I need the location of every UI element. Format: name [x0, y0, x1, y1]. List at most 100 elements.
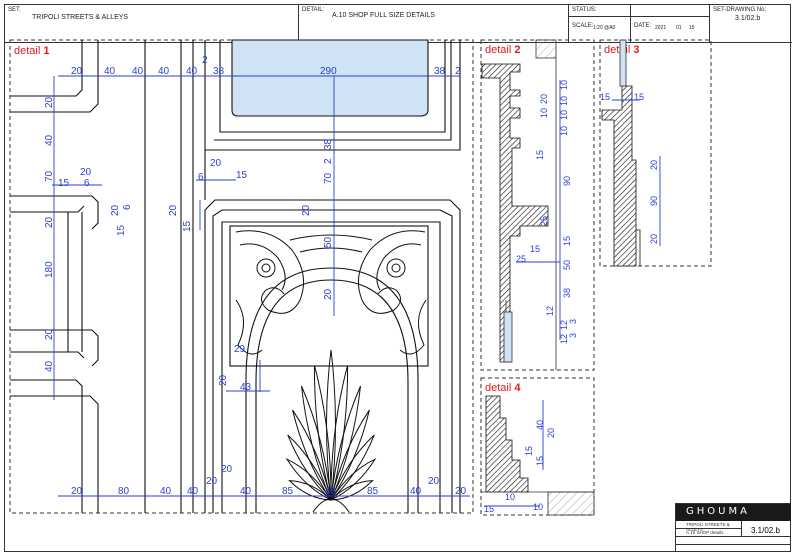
d3-dim-0: 15: [600, 92, 610, 102]
d2-dim-10: 25: [516, 254, 526, 264]
tb-project: TRIPOLI STREETS & ALLEYS: [686, 522, 730, 532]
left-pilaster: [10, 40, 206, 513]
dim-top-2: 40: [132, 66, 144, 77]
dim-misc-10: 15: [182, 220, 193, 232]
detail4-dims: 40 20 15 15 10 10 15: [484, 420, 556, 514]
dimension-lines: [52, 75, 661, 507]
date-month: 01: [676, 25, 682, 31]
dim-left-0: 20: [44, 96, 55, 108]
dim-misc-11: 38: [323, 138, 334, 150]
d2-dim-5: 10: [539, 108, 549, 118]
dim-bot-0: 20: [71, 486, 83, 497]
tb-number: 3.1/02.b: [751, 526, 780, 535]
detail3-section: [601, 39, 641, 267]
status-value-cell: [631, 5, 710, 17]
drawing-no-label: SET-DRAWING No:: [713, 7, 767, 13]
d2-dim-7: 25: [539, 216, 549, 226]
dim-left-2: 70: [44, 170, 55, 182]
d2-dim-16: 12: [559, 334, 569, 344]
dim-misc-1: 15: [58, 178, 70, 189]
detail3-frame: [599, 39, 712, 267]
dim-misc-7: 6: [122, 204, 133, 210]
shell-petal: [300, 385, 332, 501]
date-label: DATE:: [634, 23, 652, 29]
detail-value: A.10 SHOP FULL SIZE DETAILS: [332, 12, 435, 19]
d2-dim-15: 3: [568, 319, 578, 324]
dim-left-6: 40: [44, 360, 55, 372]
dim-top-7: 38: [434, 66, 446, 77]
detail2-section: [481, 58, 557, 370]
d2-dim-18: 15: [535, 150, 545, 160]
shell-petal: [330, 365, 349, 501]
d2-dim-8: 15: [530, 244, 540, 254]
dim-bot-8: 40: [410, 486, 422, 497]
d4-dim-1: 20: [546, 428, 556, 438]
drawing-sheet: SET: TRIPOLI STREETS & ALLEYS DETAIL: A.…: [4, 4, 792, 552]
d2-dim-3: 10: [559, 126, 569, 136]
detail2-label: detail 2: [485, 44, 520, 56]
logo: GHOUMA: [686, 506, 750, 517]
title-block: GHOUMA TRIPOLI STREETS & ALLEYS A.10 SHO…: [675, 503, 791, 552]
shell-petal: [330, 480, 374, 501]
shell-petal: [330, 434, 375, 501]
scale-value: 1:20 @A0: [593, 25, 616, 31]
door-frame: [204, 199, 461, 513]
logo-band: GHOUMA: [676, 504, 791, 521]
dim-misc-2: 6: [84, 178, 90, 189]
tb-detail: A.10 SHOP details: [686, 530, 724, 535]
detail-label: DETAIL:: [302, 7, 325, 13]
dim-bot-7: 85: [367, 486, 379, 497]
dim-misc-14: 20: [301, 204, 312, 216]
status-label: STATUS:: [572, 7, 597, 13]
set-label: SET:: [8, 7, 21, 13]
shell-petal: [313, 365, 332, 501]
dim-misc-22: 20: [428, 476, 440, 487]
d2-dim-2: 10: [559, 110, 569, 120]
dim-top-6: 290: [320, 66, 337, 77]
detail4-label: detail 4: [485, 382, 521, 394]
d3-dim-4: 20: [649, 234, 659, 244]
d4-dim-5: 10: [533, 502, 543, 512]
d2-dim-6: 90: [562, 176, 572, 186]
shell-fan: [285, 349, 377, 513]
dim-top-3: 40: [158, 66, 170, 77]
d3-dim-2: 20: [649, 160, 659, 170]
dim-misc-5: 15: [236, 170, 248, 181]
dim-misc-8: 15: [116, 224, 127, 236]
d2-dim-17: 3: [568, 333, 578, 338]
drawing-no-value: 3.1/02.b: [735, 15, 761, 22]
d4-dim-2: 15: [535, 456, 545, 466]
dim-bot-1: 80: [118, 486, 130, 497]
d4-dim-0: 40: [535, 420, 545, 430]
shell-petal: [330, 409, 370, 501]
detail4-section: [481, 395, 595, 516]
dim-misc-18: 20: [218, 374, 229, 386]
status-cell: STATUS:: [569, 5, 631, 17]
dim-misc-17: 29: [234, 344, 246, 355]
dim-misc-12: 2: [323, 158, 334, 164]
shell-base: [312, 498, 350, 513]
d3-dim-1: 15: [634, 92, 644, 102]
dim-bot-9: 20: [455, 486, 467, 497]
d2-dim-12: 38: [562, 288, 572, 298]
d3-dim-3: 90: [649, 196, 659, 206]
dim-bot-4: 40: [240, 486, 252, 497]
dim-misc-4: 6: [198, 172, 204, 183]
dim-misc-9: 20: [168, 204, 179, 216]
dim-top-1: 40: [104, 66, 116, 77]
d2-dim-4: 20: [539, 94, 549, 104]
dim-left-4: 180: [44, 261, 55, 278]
detail2-dims: 10 10 10 10 20 10 90 25 15 15 25 50 38 1…: [516, 80, 578, 344]
d2-dim-1: 10: [559, 96, 569, 106]
date-cell: DATE: 2021 01 15: [631, 17, 710, 43]
d2-dim-11: 50: [562, 260, 572, 270]
dim-misc-3: 20: [210, 158, 222, 169]
shell-petal: [288, 480, 332, 501]
dim-misc-6: 20: [110, 204, 121, 216]
d2-dim-13: 12: [545, 306, 555, 316]
set-value: TRIPOLI STREETS & ALLEYS: [32, 14, 129, 21]
dim-misc-0: 20: [80, 167, 92, 178]
shell-petal: [292, 409, 332, 501]
dim-misc-16: 20: [323, 288, 334, 300]
